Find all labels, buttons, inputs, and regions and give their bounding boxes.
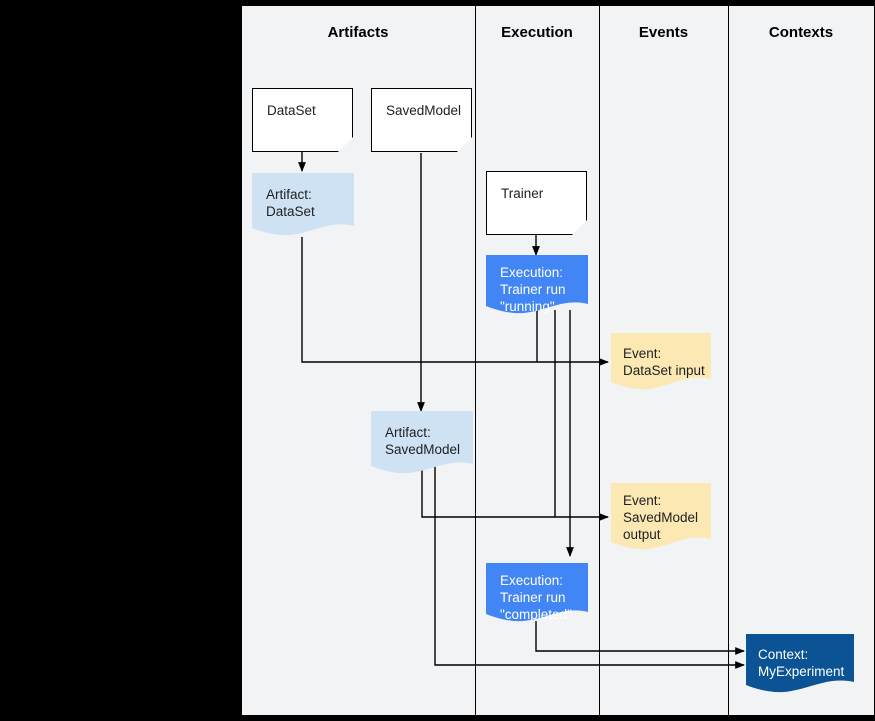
board-border-bottom xyxy=(241,715,875,716)
node-artifact-dataset-label: Artifact: DataSet xyxy=(266,187,315,219)
lane-separator-events-contexts xyxy=(728,5,729,716)
node-execution-running-label: Execution: Trainer run "running" xyxy=(500,265,566,314)
node-context-myexperiment[interactable]: Context: MyExperiment xyxy=(746,634,854,696)
folded-corner-icon xyxy=(457,137,472,152)
lane-separator-artifacts-execution xyxy=(475,5,476,716)
edge-artifact-savedmodel-to-event-savedmodel-output xyxy=(421,465,609,521)
node-event-savedmodel-output[interactable]: Event: SavedModel output xyxy=(611,483,711,555)
edge-artifact-dataset-to-event-dataset-input xyxy=(301,237,609,366)
board-border-left xyxy=(241,5,242,716)
context-myexperiment-shape xyxy=(746,634,854,693)
node-event-dataset-input-label: Event: DataSet input xyxy=(623,346,705,378)
execution-completed-shape xyxy=(486,563,588,622)
lane-title-execution: Execution xyxy=(501,24,573,41)
swimlane-board: Artifacts Execution Events Contexts xyxy=(241,5,875,716)
event-savedmodel-output-shape xyxy=(611,483,711,550)
execution-running-shape xyxy=(486,255,588,314)
node-execution-running[interactable]: Execution: Trainer run "running" xyxy=(486,255,588,317)
node-execution-completed-label: Execution: Trainer run "completed" xyxy=(500,573,572,622)
node-artifact-dataset[interactable]: Artifact: DataSet xyxy=(252,173,354,239)
node-artifact-savedmodel[interactable]: Artifact: SavedModel xyxy=(371,411,473,477)
event-dataset-input-shape xyxy=(611,333,711,390)
edge-artifact-savedmodel-to-context xyxy=(434,465,745,669)
folded-corner-icon xyxy=(572,220,587,235)
connector-layer xyxy=(298,152,745,669)
node-dataset-type[interactable]: DataSet xyxy=(252,88,353,152)
node-savedmodel-type[interactable]: SavedModel xyxy=(371,88,472,152)
node-trainer-type-label: Trainer xyxy=(501,186,544,201)
lane-title-events: Events xyxy=(638,24,689,41)
node-trainer-type[interactable]: Trainer xyxy=(486,171,587,235)
node-event-savedmodel-output-label: Event: SavedModel output xyxy=(623,493,699,542)
node-dataset-type-label: DataSet xyxy=(267,103,316,118)
node-event-dataset-input[interactable]: Event: DataSet input xyxy=(611,333,711,395)
node-execution-completed[interactable]: Execution: Trainer run "completed" xyxy=(486,563,588,625)
folded-corner-icon xyxy=(338,137,353,152)
node-savedmodel-type-label: SavedModel xyxy=(386,103,462,118)
lane-title-contexts: Contexts xyxy=(768,24,834,41)
board-border-top xyxy=(241,5,875,6)
artifact-savedmodel-shape xyxy=(371,411,473,474)
artifact-dataset-shape xyxy=(252,173,354,236)
node-artifact-savedmodel-label: Artifact: SavedModel xyxy=(385,425,461,457)
edge-execution-completed-to-context xyxy=(535,621,745,655)
node-context-myexperiment-label: Context: MyExperiment xyxy=(758,647,845,679)
lane-title-artifacts: Artifacts xyxy=(327,24,389,41)
